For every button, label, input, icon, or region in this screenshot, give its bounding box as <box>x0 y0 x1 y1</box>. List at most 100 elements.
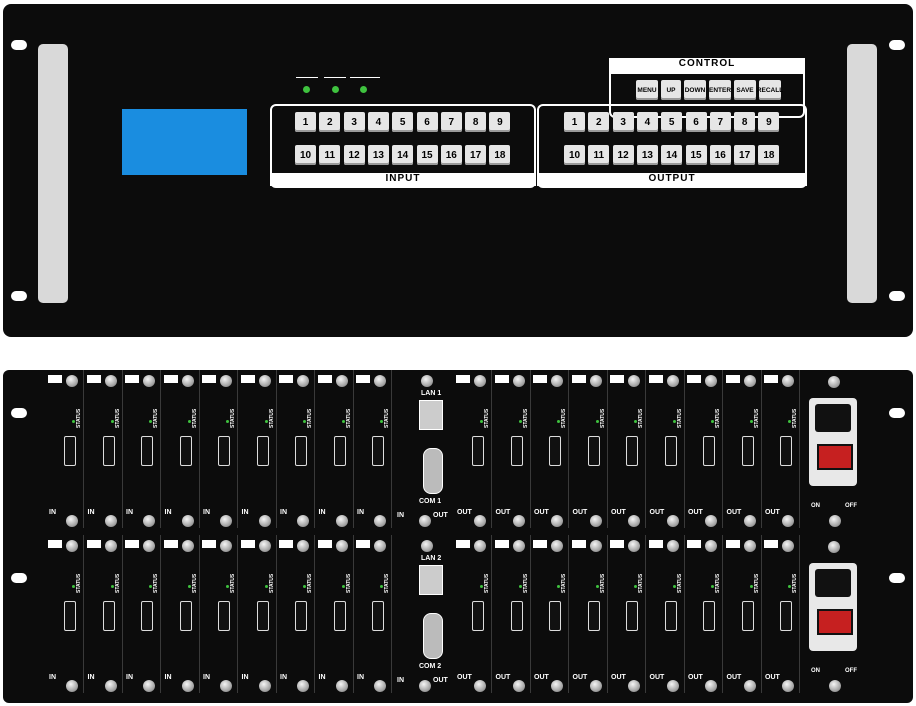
output-button-16[interactable]: 16 <box>709 145 731 165</box>
hdmi-port[interactable] <box>256 436 269 466</box>
input-button-11[interactable]: 11 <box>319 145 341 165</box>
power-switch[interactable] <box>817 444 853 470</box>
status-led <box>226 585 229 588</box>
screw <box>335 680 348 692</box>
card-tab <box>163 540 178 548</box>
lan-port[interactable] <box>419 565 443 595</box>
input-button-12[interactable]: 12 <box>343 145 365 165</box>
card-tab <box>240 540 255 548</box>
power-off-label: OFF <box>845 668 857 674</box>
screw <box>297 680 309 692</box>
screw <box>220 540 232 552</box>
input-button-2[interactable]: 2 <box>319 112 341 132</box>
output-button-9[interactable]: 9 <box>758 112 780 132</box>
input-button-17[interactable]: 17 <box>465 145 487 165</box>
control-button-enter[interactable]: ENTER <box>709 80 731 100</box>
com-port[interactable] <box>423 448 443 494</box>
input-button-15[interactable]: 15 <box>416 145 438 165</box>
hdmi-port[interactable] <box>102 601 115 631</box>
hdmi-port[interactable] <box>741 436 754 466</box>
output-card <box>531 370 569 528</box>
output-button-8[interactable]: 8 <box>734 112 756 132</box>
in-label: IN <box>280 674 287 681</box>
input-button-9[interactable]: 9 <box>489 112 511 132</box>
hdmi-port[interactable] <box>333 436 346 466</box>
hdmi-port[interactable] <box>64 436 76 466</box>
hdmi-port[interactable] <box>741 601 754 631</box>
hdmi-port[interactable] <box>664 436 677 466</box>
output-button-2[interactable]: 2 <box>588 112 610 132</box>
hdmi-port[interactable] <box>472 436 484 466</box>
output-button-1[interactable]: 1 <box>564 112 585 132</box>
hdmi-port[interactable] <box>218 436 230 466</box>
hdmi-port[interactable] <box>64 601 76 631</box>
in-label: IN <box>203 674 210 681</box>
output-button-4[interactable]: 4 <box>636 112 658 132</box>
input-button-3[interactable]: 3 <box>343 112 365 132</box>
hdmi-port[interactable] <box>372 436 384 466</box>
input-button-6[interactable]: 6 <box>416 112 438 132</box>
output-button-15[interactable]: 15 <box>685 145 707 165</box>
hdmi-port[interactable] <box>510 601 523 631</box>
hdmi-port[interactable] <box>780 601 792 631</box>
output-button-7[interactable]: 7 <box>709 112 731 132</box>
hdmi-port[interactable] <box>102 436 115 466</box>
hdmi-port[interactable] <box>333 601 346 631</box>
output-button-14[interactable]: 14 <box>661 145 683 165</box>
hdmi-port[interactable] <box>295 601 307 631</box>
card-tab <box>533 540 547 548</box>
hdmi-port[interactable] <box>664 601 677 631</box>
hdmi-port[interactable] <box>141 436 153 466</box>
power-switch[interactable] <box>817 609 853 635</box>
control-button-up[interactable]: UP <box>661 80 681 100</box>
input-button-5[interactable]: 5 <box>392 112 414 132</box>
control-button-down[interactable]: DOWN <box>684 80 706 100</box>
hdmi-port[interactable] <box>179 436 192 466</box>
screw <box>474 375 486 387</box>
lan-port[interactable] <box>419 400 443 430</box>
hdmi-port[interactable] <box>472 601 484 631</box>
rack-hole <box>889 291 905 301</box>
hdmi-port[interactable] <box>295 436 307 466</box>
hdmi-port[interactable] <box>549 601 561 631</box>
power-socket[interactable] <box>815 404 851 432</box>
hdmi-port[interactable] <box>626 601 638 631</box>
hdmi-port[interactable] <box>218 601 230 631</box>
hdmi-port[interactable] <box>703 436 715 466</box>
input-button-13[interactable]: 13 <box>367 145 389 165</box>
output-button-10[interactable]: 10 <box>564 145 585 165</box>
hdmi-port[interactable] <box>372 601 384 631</box>
input-button-10[interactable]: 10 <box>295 145 316 165</box>
hdmi-port[interactable] <box>549 436 561 466</box>
input-button-16[interactable]: 16 <box>440 145 462 165</box>
output-button-12[interactable]: 12 <box>612 145 634 165</box>
hdmi-port[interactable] <box>179 601 192 631</box>
input-button-7[interactable]: 7 <box>440 112 462 132</box>
power-socket[interactable] <box>815 569 851 597</box>
hdmi-port[interactable] <box>510 436 523 466</box>
output-button-13[interactable]: 13 <box>636 145 658 165</box>
hdmi-port[interactable] <box>141 601 153 631</box>
output-button-3[interactable]: 3 <box>612 112 634 132</box>
output-button-11[interactable]: 11 <box>588 145 610 165</box>
hdmi-port[interactable] <box>587 436 600 466</box>
output-button-6[interactable]: 6 <box>685 112 707 132</box>
com-port[interactable] <box>423 613 443 659</box>
hdmi-port[interactable] <box>703 601 715 631</box>
input-button-18[interactable]: 18 <box>489 145 511 165</box>
hdmi-port[interactable] <box>256 601 269 631</box>
hdmi-port[interactable] <box>587 601 600 631</box>
control-button-menu[interactable]: MENU <box>636 80 658 100</box>
output-button-5[interactable]: 5 <box>661 112 683 132</box>
port-out-label: OUT <box>433 512 448 519</box>
hdmi-port[interactable] <box>780 436 792 466</box>
input-button-1[interactable]: 1 <box>295 112 316 132</box>
hdmi-port[interactable] <box>626 436 638 466</box>
control-button-recall[interactable]: RECALL <box>757 80 783 100</box>
output-button-17[interactable]: 17 <box>734 145 756 165</box>
input-button-8[interactable]: 8 <box>465 112 487 132</box>
output-button-18[interactable]: 18 <box>758 145 780 165</box>
control-button-save[interactable]: SAVE <box>734 80 756 100</box>
input-button-4[interactable]: 4 <box>367 112 389 132</box>
input-button-14[interactable]: 14 <box>392 145 414 165</box>
